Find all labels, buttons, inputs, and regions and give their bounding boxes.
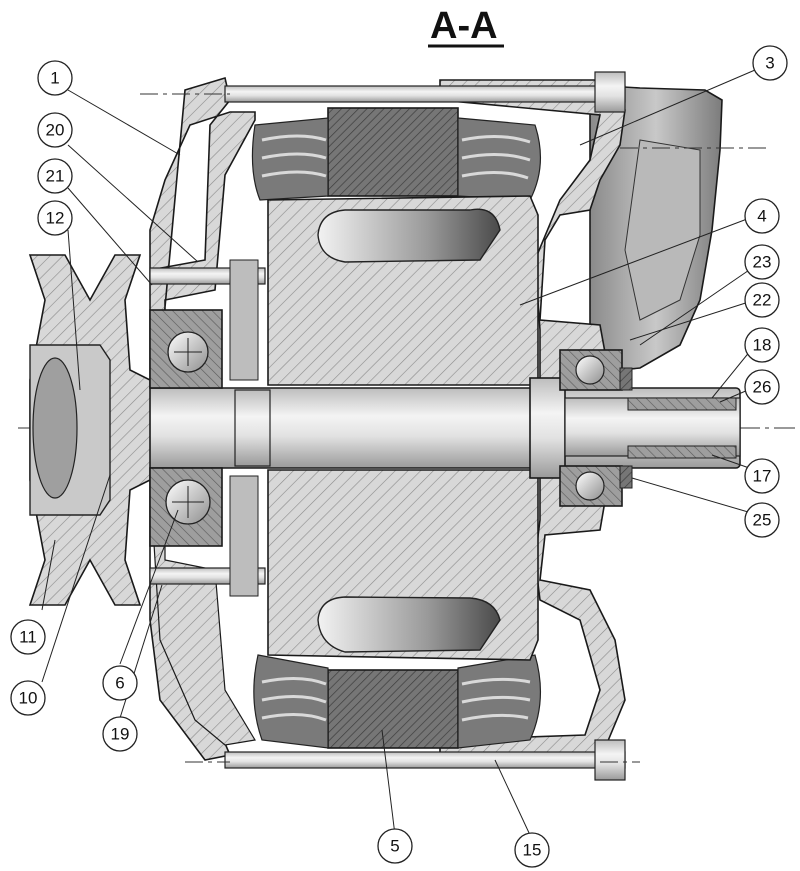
svg-text:22: 22	[753, 291, 772, 310]
svg-text:17: 17	[753, 467, 772, 486]
callout-4: 4	[744, 198, 780, 234]
rear-bearing-ball-bottom	[575, 471, 605, 501]
callout-22: 22	[744, 282, 780, 318]
stator-winding-bottom	[253, 654, 542, 749]
callout-20: 20	[37, 112, 73, 148]
callout-1: 1	[37, 60, 73, 96]
svg-text:15: 15	[523, 841, 542, 860]
stator-core-top	[327, 107, 459, 197]
svg-text:12: 12	[46, 209, 65, 228]
svg-text:19: 19	[111, 725, 130, 744]
rear-bearing-seal	[619, 367, 633, 391]
svg-text:1: 1	[50, 69, 59, 88]
stator-core-bottom	[327, 669, 459, 749]
callout-6: 6	[102, 665, 138, 701]
svg-text:10: 10	[19, 689, 38, 708]
slip-ring-sleeve	[627, 397, 737, 411]
callout-18: 18	[744, 327, 780, 363]
callout-11: 11	[10, 619, 46, 655]
callout-21: 21	[37, 158, 73, 194]
rear-bearing-ball-top	[575, 355, 605, 385]
svg-text:4: 4	[757, 207, 766, 226]
pulley-nut	[32, 357, 78, 499]
callout-25: 25	[744, 502, 780, 538]
retainer-plate-bottom	[229, 475, 259, 597]
through-bolt-top	[224, 71, 626, 113]
rotor-claw-tip-bottom	[317, 596, 501, 653]
svg-text:11: 11	[19, 628, 37, 647]
section-title: A-A	[428, 5, 504, 48]
svg-text:20: 20	[46, 121, 65, 140]
through-bolt-bottom	[224, 739, 626, 781]
rear-bearing-seal-lower	[619, 465, 633, 489]
svg-text:5: 5	[390, 837, 399, 856]
svg-text:23: 23	[753, 253, 772, 272]
callout-10: 10	[10, 680, 46, 716]
shaft-step	[234, 389, 271, 467]
retainer-plate-top	[229, 259, 259, 381]
stator-winding-top	[251, 117, 542, 201]
slip-ring-sleeve-lower	[627, 445, 737, 459]
svg-text:25: 25	[753, 511, 772, 530]
callout-17: 17	[744, 458, 780, 494]
callout-23: 23	[744, 244, 780, 280]
svg-text:18: 18	[753, 336, 772, 355]
callout-3: 3	[752, 45, 788, 81]
rear-housing	[439, 79, 629, 761]
shaft-collar	[529, 377, 566, 479]
section-title-text: A-A	[430, 5, 498, 47]
callout-15: 15	[514, 832, 550, 868]
callout-19: 19	[102, 716, 138, 752]
svg-text:21: 21	[46, 167, 65, 186]
rotor-claw-tip-top	[317, 208, 501, 263]
svg-text:3: 3	[765, 54, 774, 73]
leader-lines	[41, 69, 756, 836]
svg-text:6: 6	[115, 674, 124, 693]
svg-text:26: 26	[753, 378, 772, 397]
callout-26: 26	[744, 369, 780, 405]
callout-5: 5	[377, 828, 413, 864]
rear-housing-boss-window	[624, 139, 701, 321]
callout-12: 12	[37, 200, 73, 236]
